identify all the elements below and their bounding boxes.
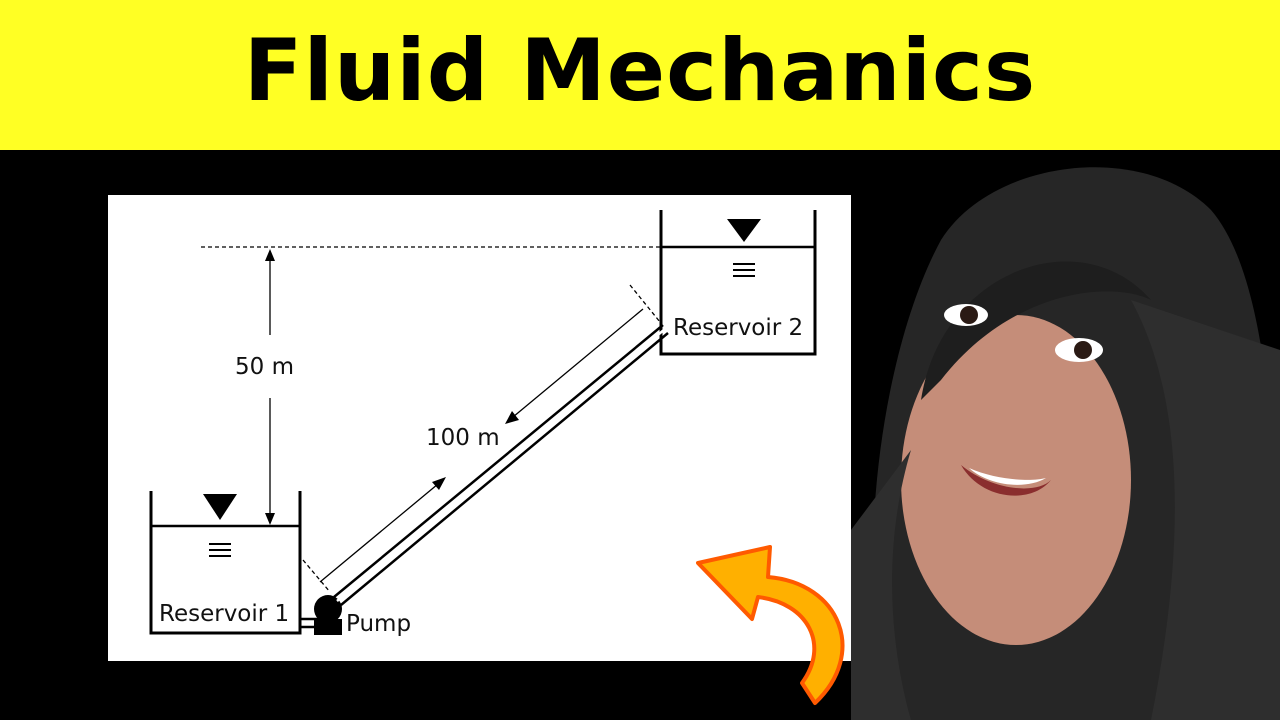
- pump-icon: [314, 595, 342, 635]
- pipe-length-label: 100 m: [426, 425, 500, 451]
- title-banner: Fluid Mechanics: [0, 0, 1280, 150]
- inclined-pipe: [333, 324, 669, 606]
- curved-arrow-icon: [696, 545, 845, 705]
- banner-title: Fluid Mechanics: [243, 21, 1037, 121]
- water-level-triangle-icon: [203, 494, 237, 520]
- reservoir-2: [659, 210, 817, 356]
- reservoir-1-label: Reservoir 1: [159, 601, 290, 627]
- height-label: 50 m: [235, 354, 294, 380]
- reservoir-2-label: Reservoir 2: [673, 315, 804, 341]
- presenter-photo: [851, 150, 1280, 720]
- water-level-triangle-icon: [727, 219, 761, 242]
- pipe-system-diagram: 50 m 100 m Reservoir 2 Reservoir 1 Pump: [108, 195, 851, 661]
- presenter-illustration: [851, 167, 1280, 720]
- diagram-drawing: [149, 210, 817, 635]
- pump-label: Pump: [346, 611, 412, 637]
- pipe-length-dimension: [319, 308, 644, 583]
- callout-arrow: [690, 535, 870, 715]
- water-surface-lines-icon: [209, 543, 231, 557]
- water-surface-lines-icon: [733, 263, 755, 277]
- reservoir-1: [149, 491, 302, 635]
- height-dimension: [265, 249, 275, 525]
